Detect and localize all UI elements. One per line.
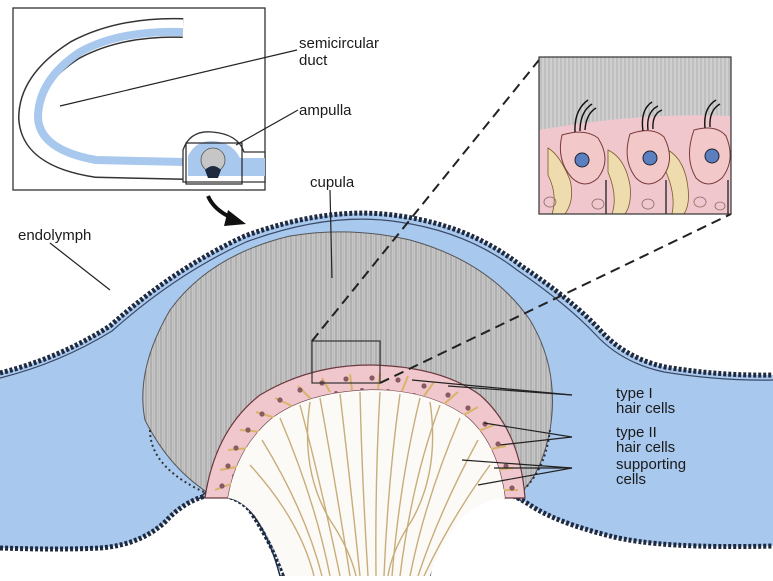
label-cupula: cupula	[310, 175, 354, 190]
semicircular-canal-inset	[13, 8, 265, 190]
label-semicircular-duct-2: duct	[299, 53, 327, 68]
label-type2-1: type II	[616, 425, 657, 440]
ampulla-section	[0, 213, 773, 576]
label-supporting-1: supporting	[616, 457, 686, 472]
label-endolymph: endolymph	[18, 228, 91, 243]
hair-cell-nucleus	[643, 151, 657, 165]
label-type2-2: hair cells	[616, 440, 675, 455]
label-type1-2: hair cells	[616, 401, 675, 416]
label-semicircular-duct-1: semicircular	[299, 36, 379, 51]
label-type1-1: type I	[616, 386, 653, 401]
label-ampulla: ampulla	[299, 103, 352, 118]
magnified-inset	[539, 57, 731, 214]
hair-cell-nucleus	[705, 149, 719, 163]
hair-cell-nucleus	[575, 153, 589, 167]
label-supporting-2: cells	[616, 472, 646, 487]
